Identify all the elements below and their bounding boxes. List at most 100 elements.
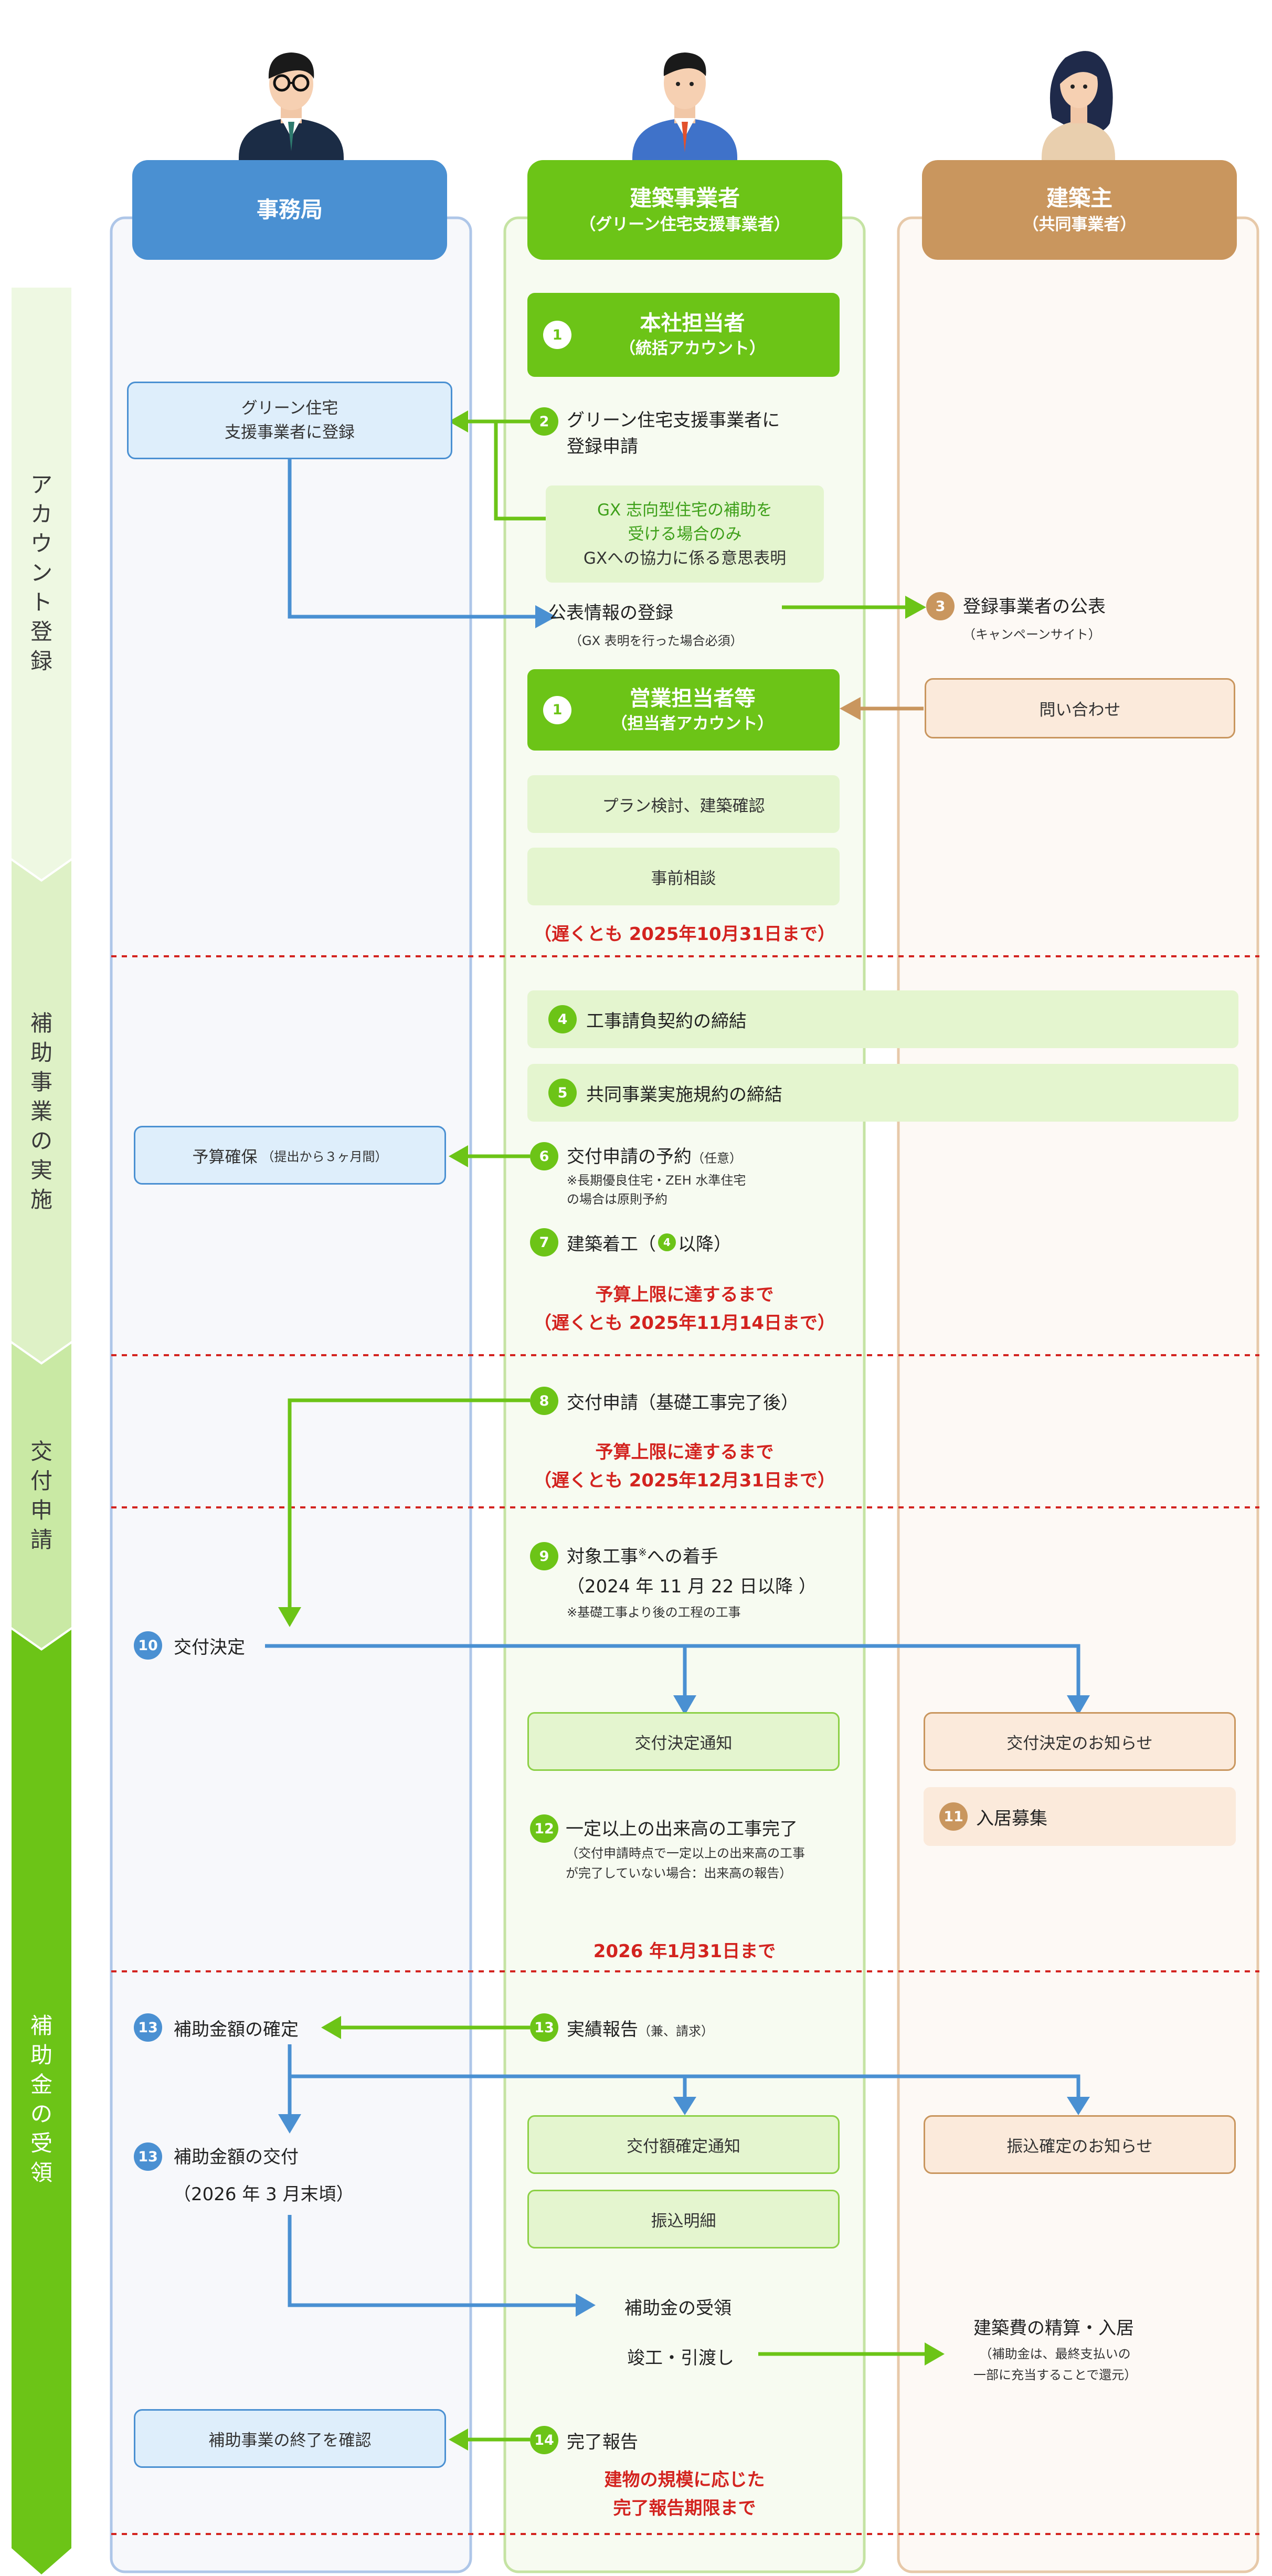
lane-sub-owner: （共同事業者）: [1022, 215, 1137, 234]
phase-arrow-implementation: [12, 861, 71, 1362]
settle-info: 建築費の精算・入居 （補助金は、最終支払いの 一部に充当することで還元）: [973, 2314, 1137, 2385]
phase-arrow-receipt: [12, 1630, 71, 2574]
phase-char: 申: [30, 1497, 52, 1523]
step-13r-sub: （兼、請求）: [638, 2023, 714, 2039]
phase-char: 交: [30, 1439, 52, 1464]
phase-char: の: [30, 2101, 52, 2127]
owner-person-avatar: [1042, 51, 1115, 168]
step-10: 10 交付決定: [134, 1631, 245, 1660]
gx-condition-text: GX 志向型住宅の補助を 受ける場合のみ: [597, 500, 773, 544]
deadline-2: 予算上限に達するまで （遅くとも 2025年11月14日まで）: [533, 1284, 836, 1334]
budget-title: 予算確保: [192, 1147, 258, 1167]
notice-owner-box: 交付決定のお知らせ: [924, 1712, 1236, 1771]
deadline-1: （遅くとも 2025年10月31日まで）: [533, 924, 836, 945]
step-13a-text: 補助金額の確定: [174, 2019, 299, 2040]
step-2: 2 グリーン住宅支援事業者に 登録申請: [530, 407, 780, 460]
receive-text: 補助金の受領: [624, 2298, 732, 2319]
publish-title: 公表情報の登録: [548, 603, 673, 624]
step-7: 7 建築着工（ 4 以降）: [530, 1228, 732, 1257]
step-number: 11: [939, 1802, 968, 1831]
step-6: 6 交付申請の予約（任意） ※長期優良住宅・ZEH 水準住宅 の場合は原則予約: [530, 1142, 746, 1209]
deadline-4: 2026 年1月31日まで: [593, 1941, 776, 1962]
step-8-text: 交付申請（基礎工事完了後）: [567, 1392, 799, 1413]
step-number: 13: [134, 2013, 162, 2042]
step-13r-title: 実績報告: [567, 2019, 638, 2040]
publish-info: 公表情報の登録 （GX 表明を行った場合必須）: [548, 598, 743, 649]
step-12-title: 一定以上の出来高の工事完了: [566, 1819, 798, 1840]
phase-char: 金: [30, 2072, 52, 2097]
step-9-title2: への着手: [646, 1546, 718, 1567]
phase-char: カ: [30, 501, 52, 527]
office-person-avatar: [239, 52, 344, 168]
phase-char: 受: [30, 2130, 52, 2156]
step-9-date: （2024 年 11 月 22 日以降 ）: [567, 1576, 817, 1597]
step-12: 12 一定以上の出来高の工事完了 （交付申請時点で一定以上の出来高の工事 が完了…: [530, 1814, 805, 1883]
phase-char: ウ: [30, 530, 52, 556]
step-6-note: ※長期優良住宅・ZEH 水準住宅 の場合は原則予約: [567, 1173, 746, 1207]
phase-separators: [111, 955, 1259, 2535]
phase-arrow-application: [12, 1344, 71, 1648]
deadline-3: 予算上限に達するまで （遅くとも 2025年12月31日まで）: [533, 1442, 836, 1491]
statement-box: 振込明細: [527, 2190, 840, 2248]
step-number: 5: [548, 1079, 577, 1107]
step-10-text: 交付決定: [174, 1637, 245, 1658]
phase-arrow-account: [12, 288, 71, 879]
deadline-5: 建物の規模に応じた 完了報告期限まで: [604, 2469, 765, 2519]
phase-char: 請: [30, 1527, 52, 1553]
step-number: 2: [530, 407, 558, 436]
phase-label-account: アカウント登録: [12, 288, 71, 858]
step-number: 3: [926, 592, 955, 620]
step-9-title: 対象工事: [567, 1546, 638, 1567]
phase-char: 実: [30, 1157, 52, 1183]
phase-char: 録: [30, 648, 52, 674]
step-3-title: 登録事業者の公表: [963, 596, 1106, 617]
step-number: 1: [543, 321, 571, 349]
handover-text: 竣工・引渡し: [627, 2348, 734, 2369]
phase-char: 領: [30, 2160, 52, 2186]
step-13b-text: 補助金額の交付: [174, 2147, 299, 2168]
gx-declaration-text: GXへの協力に係る意思表明: [583, 548, 787, 568]
phase-text-implementation: 補助事業の実施: [30, 1009, 52, 1215]
budget-sub: （提出から３ヶ月間）: [261, 1149, 388, 1164]
phase-label-implementation: 補助事業の実施: [12, 882, 71, 1341]
step-1-head-office-account: 1 本社担当者 （統括アカウント）: [527, 293, 840, 377]
phase-label-application: 交付申請: [12, 1365, 71, 1627]
step-5-text: 共同事業実施規約の締結: [586, 1084, 782, 1105]
lane-header-office: 事務局: [132, 160, 447, 260]
step-number: 13: [134, 2142, 162, 2171]
step-number: 8: [530, 1387, 558, 1415]
confirm-builder-box: 交付額確定通知: [527, 2115, 840, 2174]
step-14: 14 完了報告: [530, 2426, 638, 2454]
phase-char: ア: [30, 471, 52, 498]
step-1-sales-account: 1 営業担当者等 （担当者アカウント）: [527, 669, 840, 751]
gx-declaration-box: GX 志向型住宅の補助を 受ける場合のみ GXへの協力に係る意思表明: [546, 485, 824, 583]
step-12-note: （交付申請時点で一定以上の出来高の工事 が完了していない場合：出来高の報告）: [566, 1846, 805, 1881]
end-confirm-box: 補助事業の終了を確認: [134, 2409, 446, 2468]
lane-sub-builder: （グリーン住宅支援事業者）: [579, 215, 790, 234]
step-number: 4: [548, 1005, 577, 1033]
step-number: 6: [530, 1142, 558, 1170]
step-number: 13: [530, 2013, 558, 2042]
inquiry-box: 問い合わせ: [925, 678, 1235, 738]
step-8: 8 交付申請（基礎工事完了後）: [530, 1387, 799, 1415]
phase-char: ト: [30, 589, 52, 615]
step-9: 9 対象工事※への着手 （2024 年 11 月 22 日以降 ） ※基礎工事よ…: [530, 1542, 817, 1620]
step-6-title: 交付申請の予約: [567, 1146, 692, 1167]
phase-char: 補: [30, 1010, 52, 1036]
step-1b-sub: （担当者アカウント）: [611, 714, 774, 733]
lane-title-builder: 建築事業者: [629, 185, 740, 211]
settle-title: 建築費の精算・入居: [973, 2318, 1134, 2339]
step-11-text: 入居募集: [976, 1808, 1047, 1829]
confirm-owner-box: 振込確定のお知らせ: [924, 2115, 1236, 2174]
step-number: 9: [530, 1542, 558, 1570]
step-7-ref-number: 4: [658, 1233, 676, 1251]
lane-title-owner: 建築主: [1046, 185, 1112, 211]
step-number: 1: [543, 695, 571, 724]
lane-owner-bg: [897, 216, 1259, 2573]
step-number: 14: [530, 2426, 558, 2454]
step-2-text: グリーン住宅支援事業者に 登録申請: [567, 410, 780, 457]
budget-box: 予算確保 （提出から３ヶ月間）: [134, 1126, 446, 1185]
step-3: 3 登録事業者の公表 （キャンペーンサイト）: [926, 592, 1106, 642]
phase-char: の: [30, 1127, 52, 1154]
step-number: 7: [530, 1228, 558, 1257]
